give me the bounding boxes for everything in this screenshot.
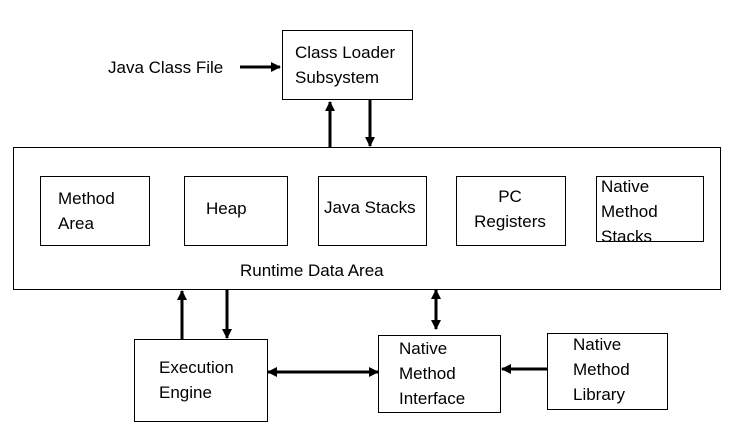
java-stacks-label: Java Stacks	[324, 198, 416, 217]
method-area-box: Method Area	[40, 176, 150, 246]
execution-engine-box: Execution Engine	[134, 339, 268, 422]
runtime-data-area-label: Runtime Data Area	[240, 261, 384, 280]
native-method-interface-box: Native Method Interface	[378, 335, 501, 413]
class-loader-box: Class Loader Subsystem	[282, 30, 413, 100]
java-class-file-label: Java Class File	[108, 58, 224, 77]
pc-registers-label: PC Registers	[474, 187, 546, 231]
heap-label: Heap	[206, 199, 247, 218]
execution-engine-label: Execution Engine	[159, 358, 234, 402]
java-stacks-box: Java Stacks	[318, 176, 427, 246]
class-loader-label: Class Loader Subsystem	[295, 43, 396, 87]
native-method-library-box: Native Method Library	[547, 333, 668, 410]
native-method-interface-label: Native Method Interface	[399, 339, 466, 408]
native-method-stacks-box: Native Method Stacks	[596, 176, 704, 246]
pc-registers-box: PC Registers	[456, 176, 566, 246]
heap-box: Heap	[184, 176, 288, 246]
native-method-stacks-label: Native Method Stacks	[601, 177, 658, 246]
method-area-label: Method Area	[58, 189, 115, 233]
native-method-library-label: Native Method Library	[573, 335, 630, 404]
